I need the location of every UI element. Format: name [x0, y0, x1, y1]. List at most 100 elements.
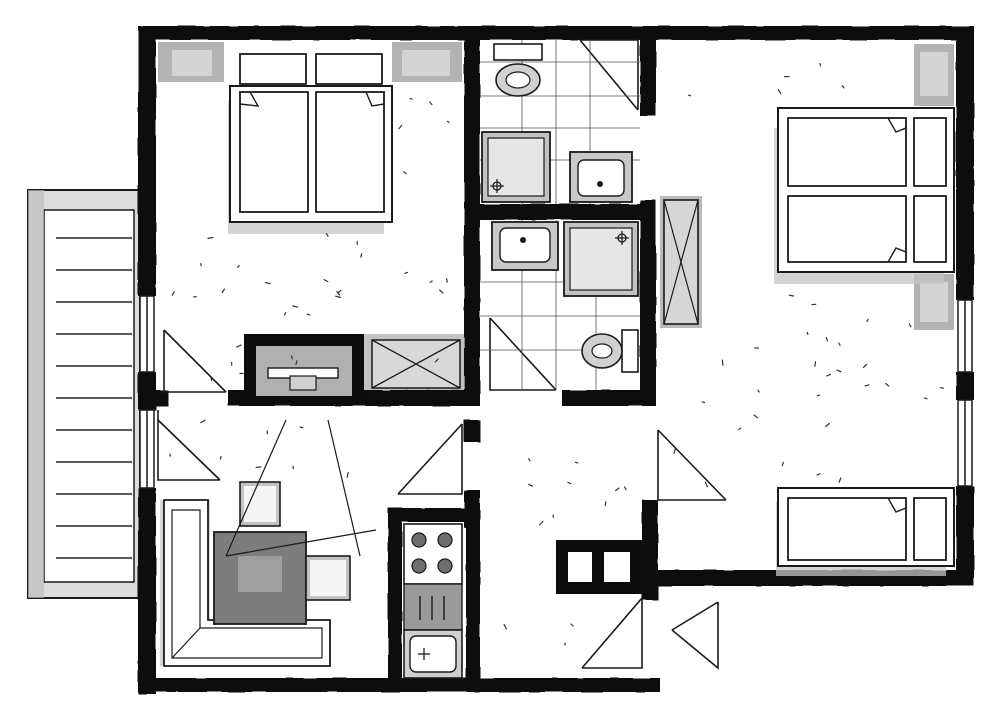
floor-speck	[788, 294, 795, 297]
floor-speck	[446, 278, 448, 283]
floor-speck	[346, 472, 349, 478]
door-swings	[157, 39, 727, 670]
floor-speck	[503, 623, 507, 630]
floor-speck	[721, 359, 724, 366]
floor-speck	[623, 486, 627, 491]
lamp-lines	[225, 419, 377, 557]
floor-speck	[299, 426, 304, 429]
chair	[305, 555, 351, 601]
balcony-slats	[56, 237, 132, 559]
stove	[403, 523, 463, 585]
double-bed	[228, 53, 393, 234]
living-kitchen	[160, 419, 377, 667]
bathroom-north	[480, 40, 640, 204]
floor-speck	[738, 427, 742, 430]
floor-speck	[429, 280, 433, 283]
floor-speck	[283, 311, 287, 316]
floor-speck	[264, 281, 271, 285]
shaft	[556, 540, 642, 594]
floor-speck	[866, 318, 869, 322]
floor-speck	[291, 355, 293, 360]
floor-speck	[838, 477, 842, 483]
floor-speck	[434, 358, 439, 363]
shower-tray	[481, 131, 551, 203]
floor-speck	[862, 363, 868, 368]
floor-speck	[255, 466, 262, 469]
wardrobe	[244, 334, 464, 398]
counter	[403, 583, 463, 631]
floor-speck	[864, 384, 870, 387]
floor-speck	[404, 271, 409, 274]
floor-speck	[614, 487, 620, 492]
floor-speck	[923, 397, 928, 400]
sink	[403, 629, 463, 679]
floor-speck	[704, 481, 708, 488]
floor-speck	[838, 342, 841, 346]
floor-speck	[306, 313, 311, 316]
washbasin	[569, 151, 633, 203]
floor-speck	[781, 461, 784, 467]
floor-speck	[908, 323, 912, 328]
walls	[138, 26, 974, 694]
floor-speck	[439, 289, 444, 294]
windows	[139, 295, 973, 489]
floor-speck	[574, 461, 579, 464]
floor-speck	[528, 483, 534, 487]
floor-speck	[360, 253, 363, 258]
dining-table	[213, 531, 307, 625]
floor-speck	[398, 124, 403, 130]
floor-speck	[885, 382, 890, 387]
floor-speck	[295, 360, 298, 365]
floor-speck	[171, 291, 175, 296]
floor-speck	[236, 344, 242, 348]
floor-speck	[753, 414, 758, 419]
floor-speck	[816, 473, 821, 476]
balcony	[27, 189, 141, 599]
floor-speck	[528, 458, 531, 462]
floor-speck	[826, 373, 832, 377]
floor-speck	[806, 331, 809, 335]
floor-speck	[701, 401, 706, 404]
floor-speck	[337, 289, 342, 294]
floor-speck	[673, 448, 677, 454]
toilet	[581, 329, 639, 373]
floor-speck	[538, 520, 544, 526]
floor-speck	[777, 88, 782, 95]
floor-speck	[814, 361, 817, 367]
floor-speck	[335, 295, 342, 299]
washbasin	[491, 221, 559, 271]
floor-speck	[221, 288, 226, 294]
floor-speck	[446, 120, 450, 124]
floor-texture	[169, 62, 945, 646]
floor-speck	[409, 97, 413, 100]
single-bed	[787, 195, 947, 263]
floor-speck	[836, 369, 842, 373]
floor-speck	[567, 481, 572, 485]
floor-speck	[825, 337, 829, 342]
toilet	[493, 43, 543, 97]
floor-speck	[819, 62, 822, 67]
floor-speck	[570, 623, 574, 627]
floor-speck	[403, 171, 407, 175]
floor-speck	[323, 279, 329, 283]
floor-speck	[210, 377, 213, 382]
floor-speck	[207, 236, 214, 239]
bedroom-east	[660, 44, 955, 576]
floor-speck	[237, 264, 240, 268]
floor-speck	[687, 94, 692, 97]
floor-speck	[200, 419, 206, 424]
floor-speck	[816, 394, 821, 397]
bedroom-west	[158, 42, 464, 398]
entrance-hall	[556, 540, 642, 594]
shower-tray	[563, 221, 639, 297]
floor-speck	[841, 84, 845, 89]
floor-speck	[219, 455, 222, 460]
chair	[239, 481, 281, 527]
floor-speck	[757, 389, 760, 393]
kitchen-unit	[403, 523, 463, 679]
bathroom-south	[480, 220, 640, 390]
single-bed	[776, 487, 955, 576]
wardrobe	[660, 196, 702, 328]
floor-speck	[429, 101, 433, 106]
